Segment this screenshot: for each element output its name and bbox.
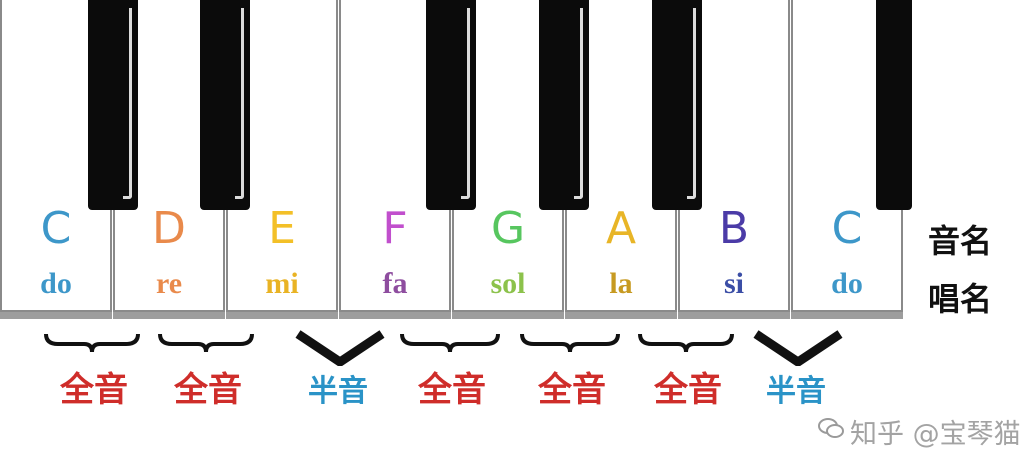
note-name-g: G [490, 203, 526, 254]
black-key-c-sharp [88, 0, 138, 210]
interval-label-half-step: 半音 [308, 374, 368, 409]
interval-label-whole-step: 全音 [60, 370, 128, 410]
note-name-row-label: 音名 [928, 222, 993, 260]
brace-icon [520, 332, 620, 354]
wechat-icon [818, 417, 844, 439]
solfege-do: do [40, 267, 72, 300]
interval-label-whole-step: 全音 [174, 370, 242, 410]
brace-icon [158, 332, 254, 354]
black-key-g-sharp [539, 0, 589, 210]
solfege-do-high: do [831, 267, 863, 300]
brace-icon [400, 332, 500, 354]
solfege-fa: fa [382, 267, 408, 300]
solfege-re: re [155, 267, 183, 300]
solfege-la: la [609, 267, 633, 300]
brace-icon [44, 332, 140, 354]
interval-label-half-step: 半音 [766, 374, 826, 409]
note-name-e: E [268, 203, 296, 254]
half-step-marker-icon [294, 330, 386, 370]
note-name-a: A [605, 203, 637, 254]
interval-label-whole-step: 全音 [654, 370, 722, 410]
black-key-d-sharp [200, 0, 250, 210]
note-name-b: B [718, 203, 750, 254]
note-name-c-high: C [831, 203, 863, 254]
watermark: 知乎 @宝琴猫 [850, 419, 1021, 450]
singing-name-row-label: 唱名 [928, 280, 993, 318]
solfege-sol: sol [490, 267, 526, 300]
half-step-marker-icon [752, 330, 844, 370]
interval-label-whole-step: 全音 [538, 370, 606, 410]
brace-icon [638, 332, 734, 354]
black-key-a-sharp [652, 0, 702, 210]
solfege-mi: mi [265, 267, 299, 300]
note-name-d: D [152, 203, 186, 254]
solfege-si: si [723, 267, 744, 300]
interval-label-whole-step: 全音 [418, 370, 486, 410]
black-key-f-sharp [426, 0, 476, 210]
piano-keyboard [0, 0, 912, 312]
note-name-c: C [40, 203, 72, 254]
black-key-c-sharp-high [876, 0, 912, 210]
note-name-f: F [382, 203, 408, 254]
